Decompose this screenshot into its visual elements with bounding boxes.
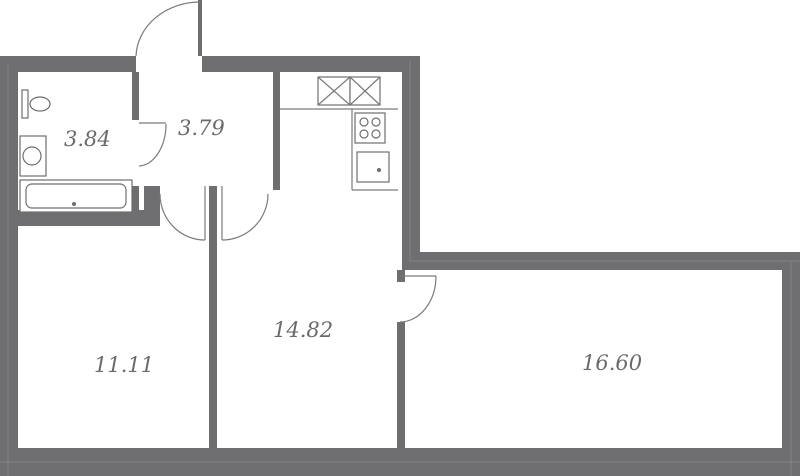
room-area-room: 16.60 (582, 351, 643, 375)
room-door (399, 275, 437, 323)
stove-icon (354, 112, 386, 144)
toilet-icon (21, 89, 51, 119)
room-area-kitchen-living: 14.82 (273, 318, 334, 342)
double-door (159, 186, 269, 241)
room-area-bathroom: 3.84 (64, 127, 111, 151)
room-area-hallway: 3.79 (178, 116, 225, 140)
kitchen-counter (280, 108, 398, 191)
bathtub-icon (19, 179, 133, 213)
cabinet-icon (317, 76, 381, 106)
window-marks (0, 60, 800, 476)
kitchen-sink-icon (356, 151, 390, 183)
bathroom-door (138, 122, 167, 167)
room-area-bedroom: 11.11 (94, 353, 155, 377)
entrance-door (135, 0, 202, 57)
inner-walls (18, 72, 405, 448)
sink-icon (19, 135, 47, 177)
